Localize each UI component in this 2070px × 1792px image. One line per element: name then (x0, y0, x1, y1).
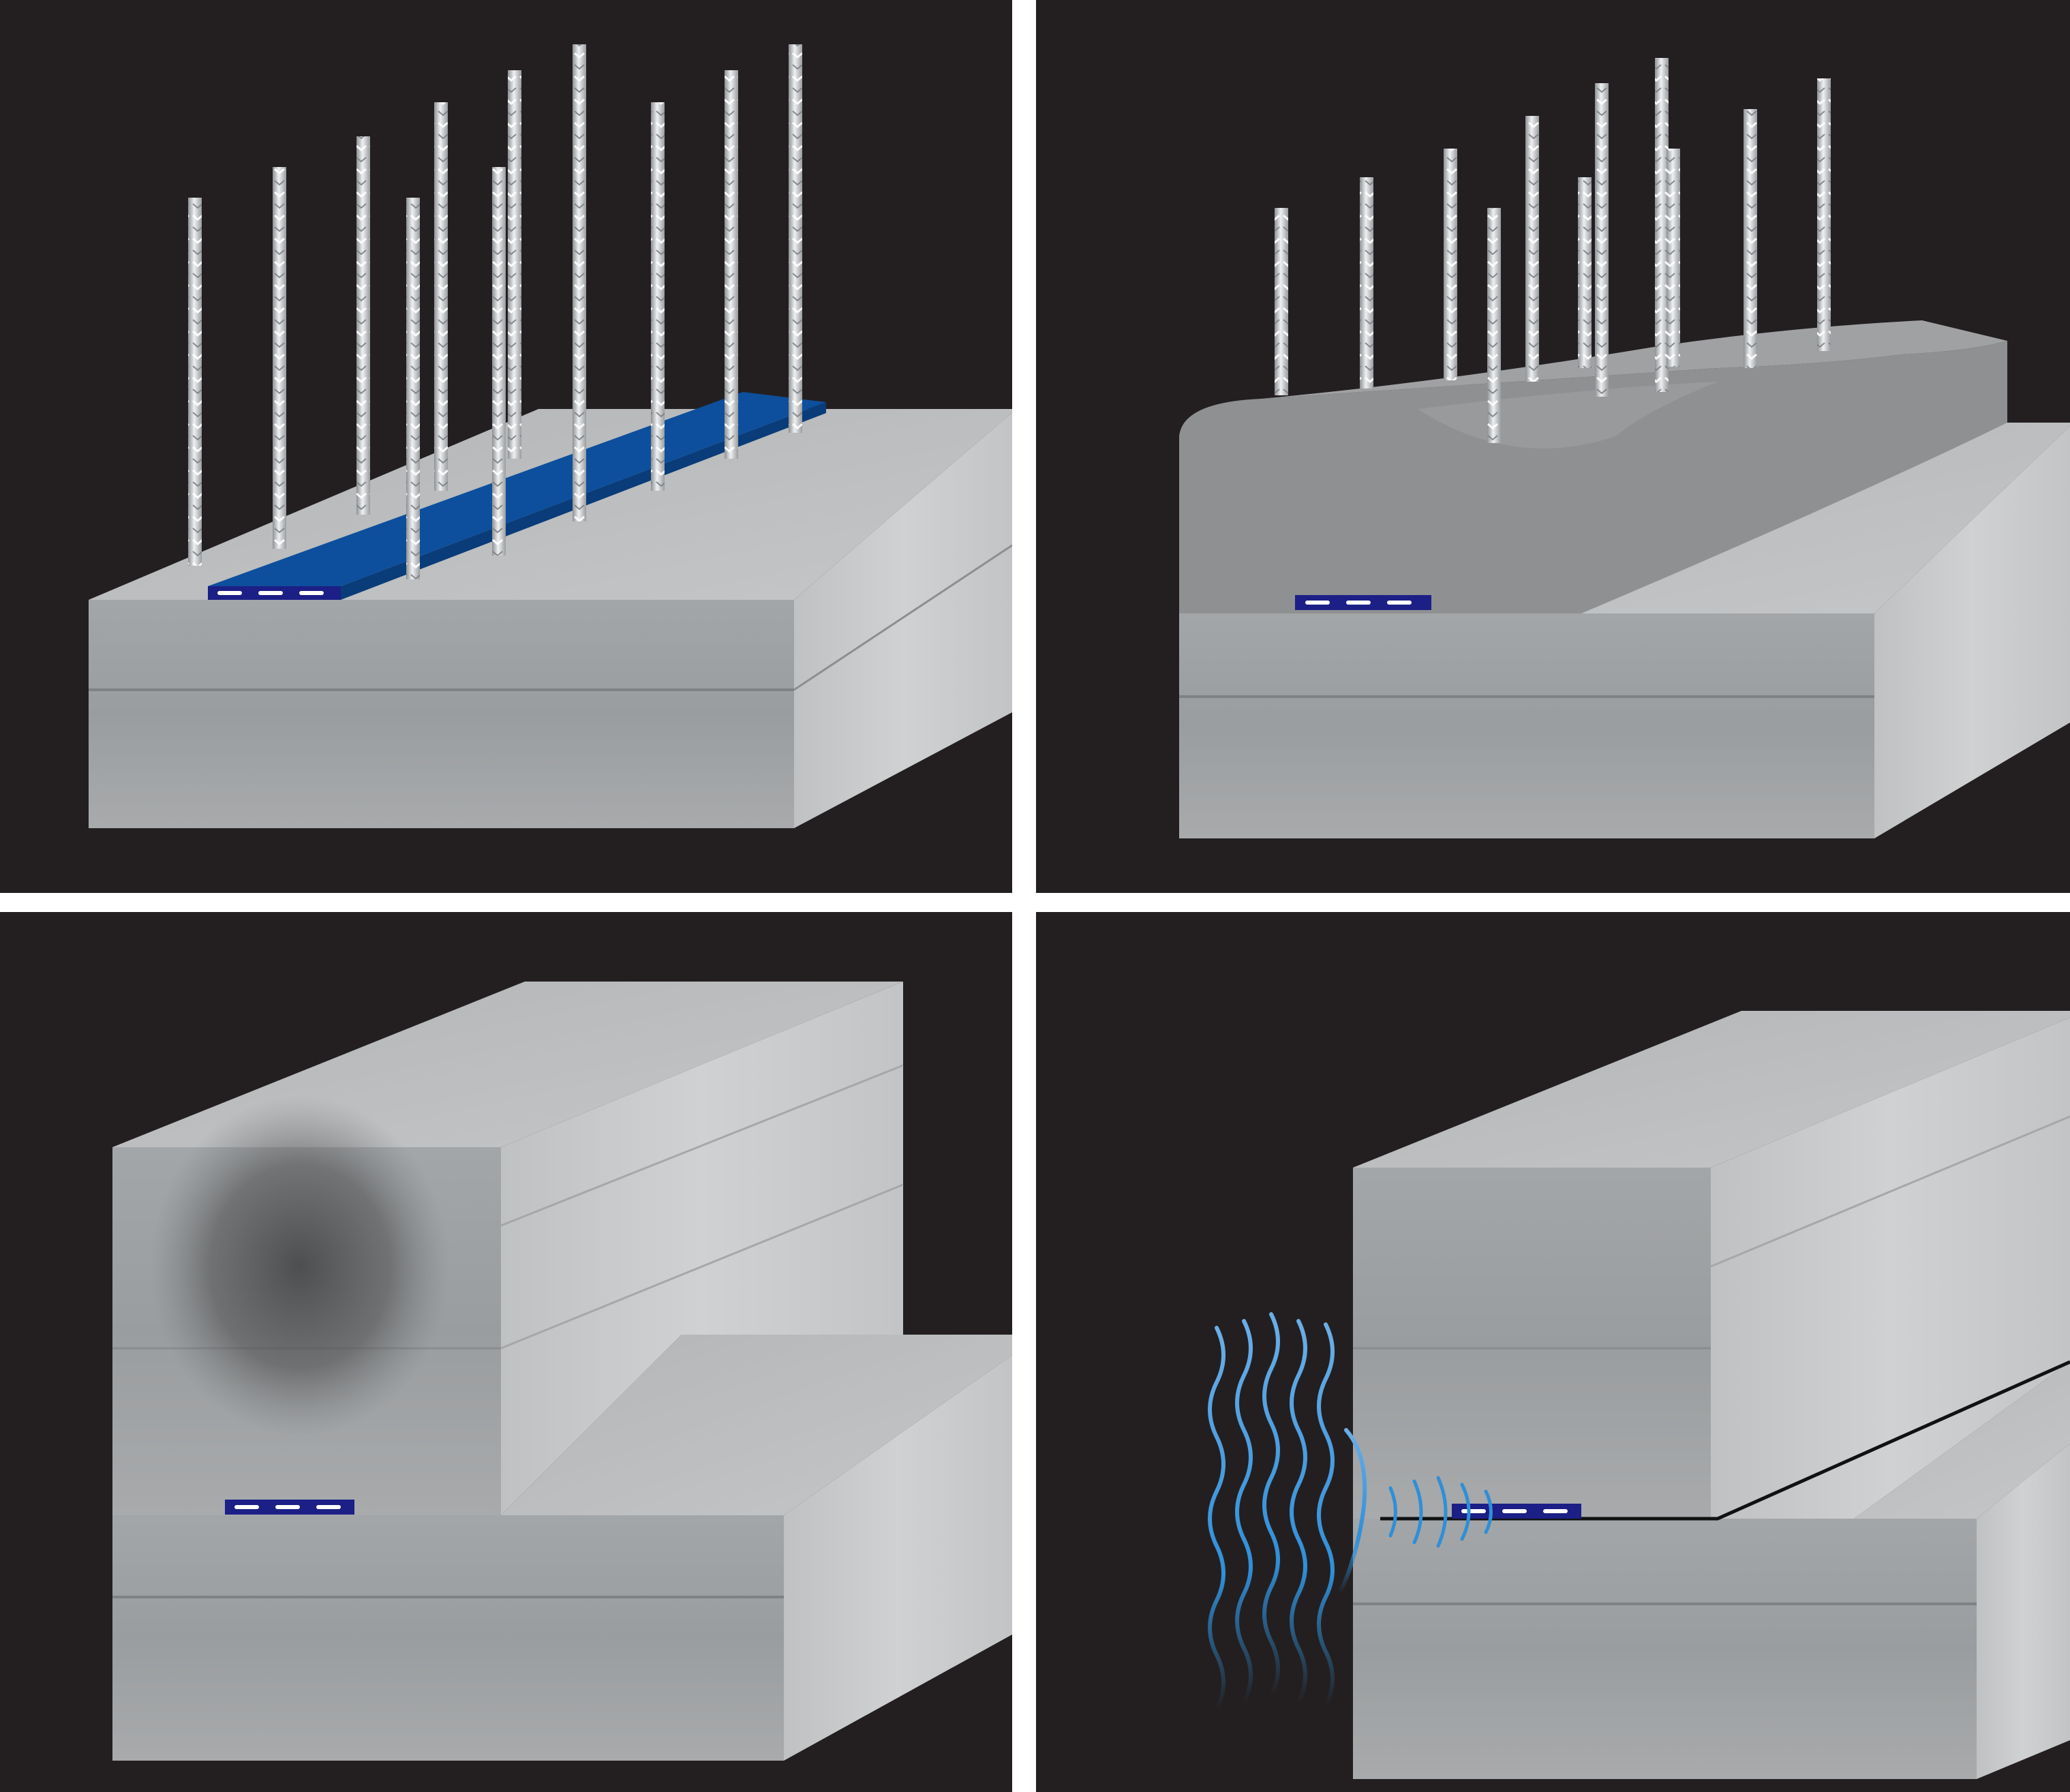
water-wave (1262, 1312, 1280, 1698)
slab-side-face (1977, 1444, 2070, 1779)
seepage-arc (1388, 1486, 1397, 1538)
panel-step-1 (0, 0, 1012, 893)
seepage-arc (1412, 1479, 1423, 1545)
slab-front-face (1179, 613, 1874, 838)
damp-stain (150, 1096, 450, 1437)
wall-side-face (501, 982, 903, 1515)
water-wave (1208, 1326, 1226, 1712)
rebar-ribs (188, 44, 802, 579)
slab-front-face (112, 1515, 784, 1761)
step-3-illustration (112, 982, 1012, 1761)
slab-front-face (89, 600, 794, 828)
slab-side-face (794, 412, 1012, 828)
water-wave-curl (1337, 1428, 1367, 1596)
wall-top-face (1353, 1011, 2070, 1168)
seepage-arc (1484, 1489, 1493, 1534)
panel-step-3 (0, 912, 1012, 1792)
step-4-illustration (1208, 1011, 2070, 1779)
water-wave (1235, 1319, 1253, 1705)
step-1-illustration (89, 44, 1012, 828)
slab-top-face (501, 1335, 1012, 1515)
wall-side-seam (500, 1064, 904, 1227)
panel-step-2 (1036, 0, 2070, 893)
panel-step-4 (1036, 912, 2070, 1792)
water-seepage-arcs (1388, 1476, 1493, 1548)
water-wave (1317, 1322, 1335, 1708)
wall-side-face (1711, 1018, 2070, 1519)
rebar-ribs (1275, 58, 1831, 443)
formwork-seam-side (793, 544, 1012, 691)
wall-front-face (1353, 1168, 1711, 1519)
seepage-arc (1460, 1483, 1471, 1541)
water-pressure-waves (1208, 1312, 1367, 1712)
step-2-illustration (1179, 58, 2070, 838)
slab-front-face (1353, 1519, 1977, 1779)
wall-side-seam (1710, 1115, 2070, 1268)
slab-top-face (1711, 1362, 2070, 1519)
waterstop-strip-top (208, 392, 826, 586)
slab-side-face (1874, 426, 2070, 838)
wall-side-seam (500, 1183, 904, 1350)
seepage-arc (1436, 1476, 1448, 1548)
fresh-concrete-mass (1179, 341, 2007, 613)
water-wave (1290, 1319, 1307, 1705)
slab-side-face (784, 1355, 1012, 1761)
